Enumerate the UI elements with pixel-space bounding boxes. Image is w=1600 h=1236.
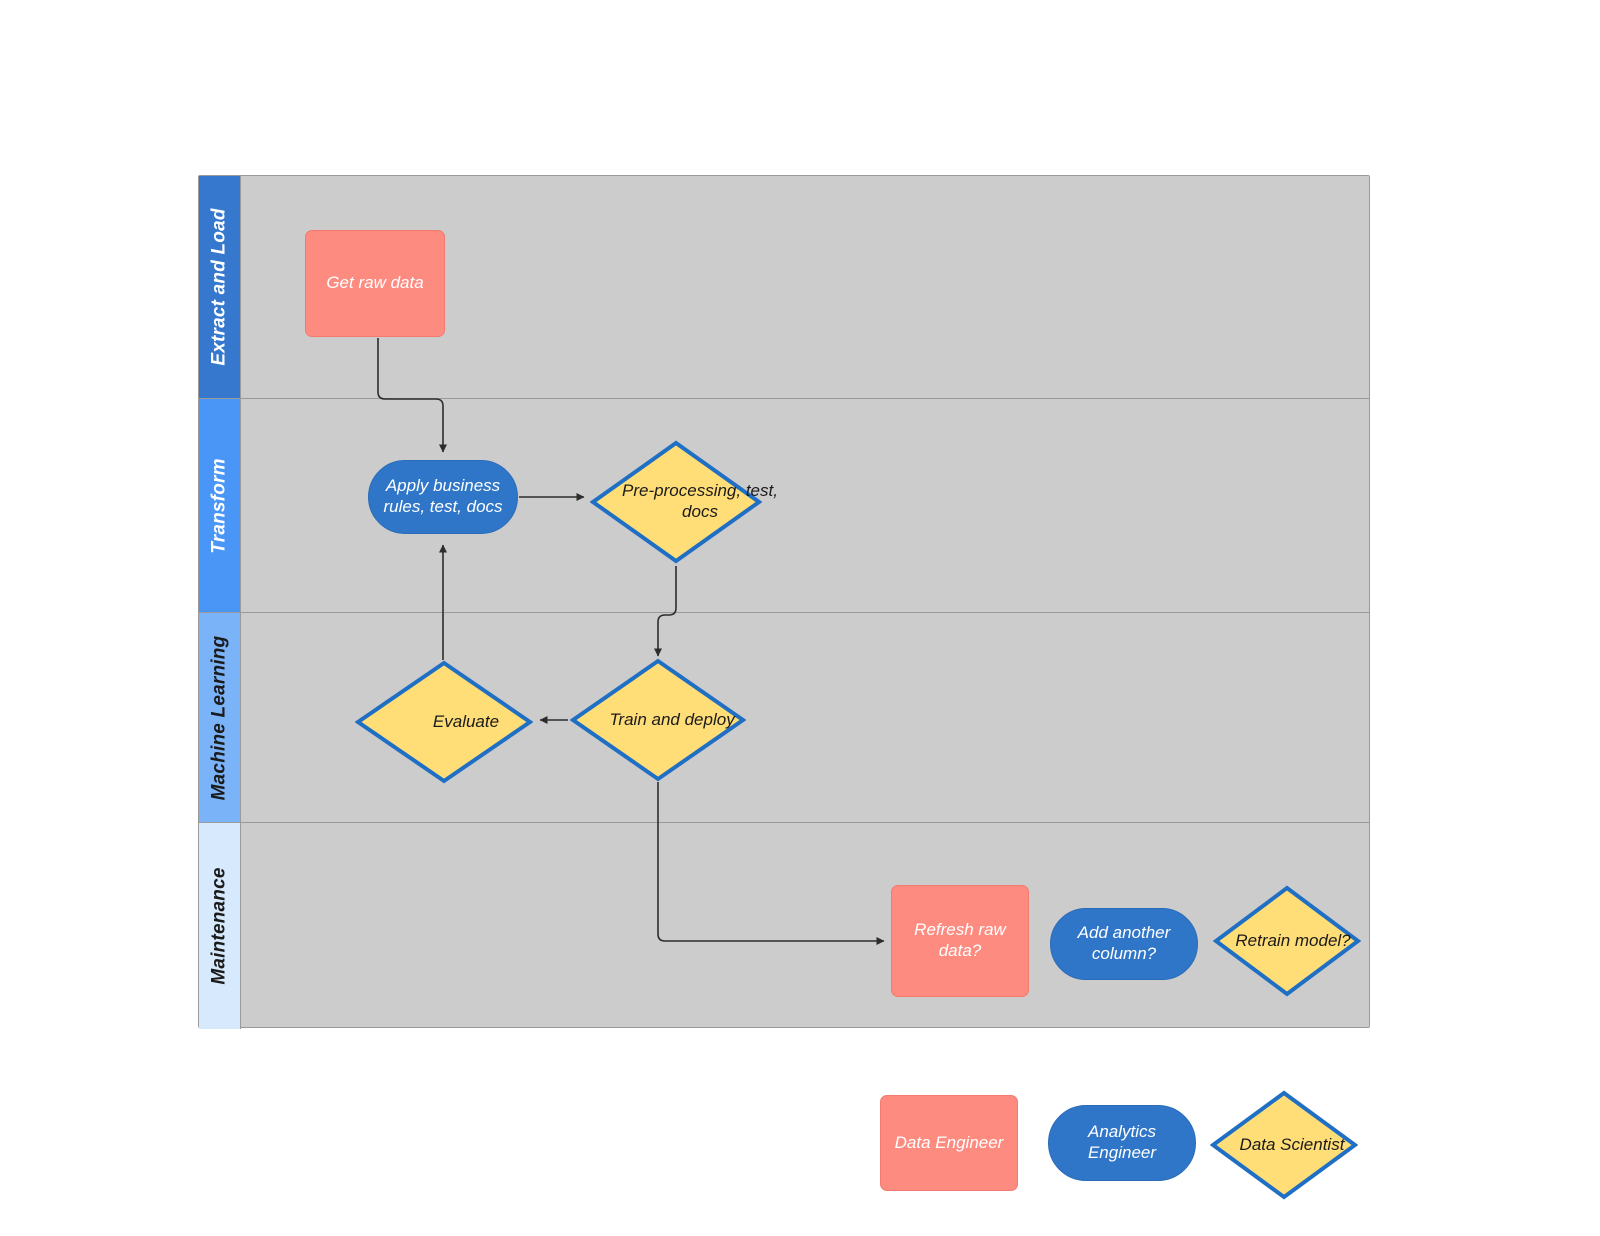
lane-title-machine-learning: Machine Learning xyxy=(208,635,230,800)
legend-label-data-engineer: Data Engineer xyxy=(894,1132,1004,1152)
lane-header-extract-and-load: Extract and Load xyxy=(199,176,241,398)
node-label-apply-business-rules: Apply business rules, test, docs xyxy=(383,476,503,516)
lane-title-extract-and-load: Extract and Load xyxy=(208,208,230,366)
lane-title-maintenance: Maintenance xyxy=(208,867,230,985)
legend-item-analytics-engineer[interactable]: Analytics Engineer xyxy=(1048,1105,1196,1181)
legend-label-analytics-engineer: Analytics Engineer xyxy=(1087,1122,1157,1162)
lane-maintenance: Maintenance xyxy=(199,823,1369,1029)
legend-item-data-engineer[interactable]: Data Engineer xyxy=(880,1095,1018,1191)
diamond-shape-icon xyxy=(1213,885,1361,997)
node-add-another-column[interactable]: Add another column? xyxy=(1050,908,1198,980)
node-label-refresh-raw-data: Refresh raw data? xyxy=(914,920,1006,960)
legend-item-data-scientist[interactable]: Data Scientist xyxy=(1210,1090,1358,1200)
diamond-shape-icon xyxy=(590,440,762,564)
node-evaluate[interactable]: Evaluate xyxy=(355,660,533,784)
legend: Data Engineer Analytics Engineer Data Sc… xyxy=(880,1090,1370,1200)
lane-header-maintenance: Maintenance xyxy=(199,823,241,1029)
node-train-and-deploy[interactable]: Train and deploy xyxy=(570,658,746,782)
node-retrain-model[interactable]: Retrain model? xyxy=(1213,885,1361,997)
node-refresh-raw-data[interactable]: Refresh raw data? xyxy=(891,885,1029,997)
lane-header-transform: Transform xyxy=(199,399,241,612)
lane-title-transform: Transform xyxy=(208,457,230,554)
node-label-add-another-column: Add another column? xyxy=(1077,923,1171,963)
node-pre-processing[interactable]: Pre-processing, test, docs xyxy=(590,440,778,564)
lane-extract-and-load: Extract and Load xyxy=(199,176,1369,399)
diamond-shape-icon xyxy=(355,660,533,784)
lane-body-maintenance xyxy=(241,823,1369,1029)
node-label-get-raw-data: Get raw data xyxy=(326,273,424,293)
lane-header-machine-learning: Machine Learning xyxy=(199,613,241,822)
node-get-raw-data[interactable]: Get raw data xyxy=(305,230,445,337)
diamond-shape-icon xyxy=(1210,1090,1358,1200)
node-apply-business-rules[interactable]: Apply business rules, test, docs xyxy=(368,460,518,534)
lane-transform: Transform xyxy=(199,399,1369,613)
diamond-shape-icon xyxy=(570,658,746,782)
